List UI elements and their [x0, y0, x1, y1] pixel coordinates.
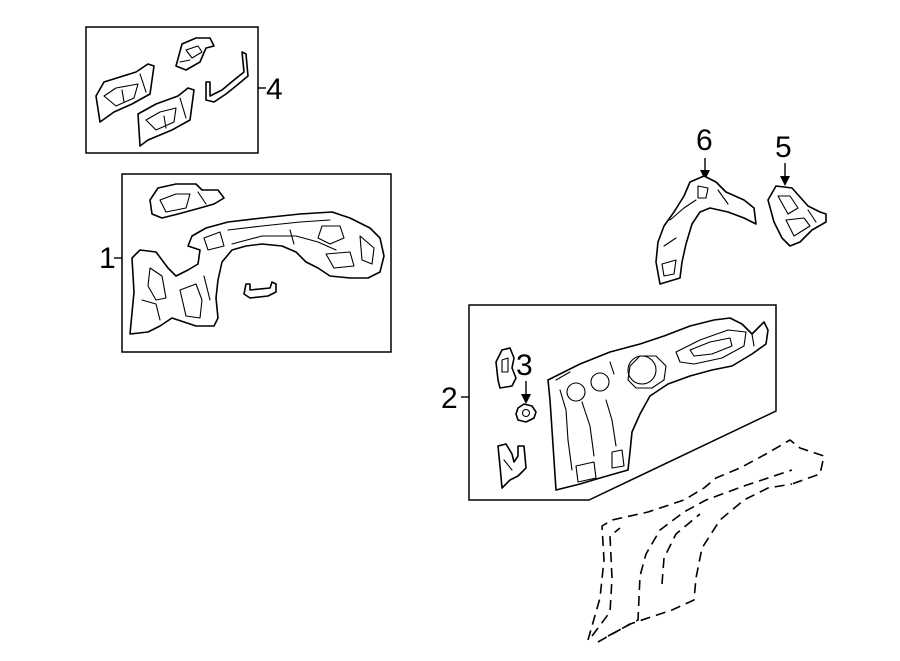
wheel-arch-extension-part — [655, 175, 757, 285]
wheelhouse-bracket-part — [149, 183, 225, 219]
lower-reinforcement-part — [497, 443, 527, 489]
callout-1[interactable]: 1 — [99, 242, 116, 275]
nut-part — [515, 403, 537, 423]
assembly-4-box — [85, 26, 259, 154]
assembly-2-box — [468, 304, 777, 501]
extension-bracket-part — [767, 185, 827, 247]
assembly-4-group: 4 — [85, 26, 283, 154]
callout-5-arrowhead — [780, 176, 790, 186]
callout-6[interactable]: 6 — [696, 124, 713, 157]
callout-3[interactable]: 3 — [516, 349, 533, 382]
wheelhouse-panel-part — [129, 211, 385, 335]
bracket-part — [175, 37, 215, 71]
upper-reinforcement-part — [495, 347, 517, 389]
part-6-group: 6 — [655, 124, 757, 285]
part-3-group: 3 — [515, 349, 537, 423]
wheelhouse-clip-part — [243, 281, 277, 299]
callout-5[interactable]: 5 — [775, 131, 792, 164]
part-5-group: 5 — [767, 131, 827, 247]
inner-panel-lower-part — [137, 87, 195, 147]
assembly-1-group: 1 — [99, 173, 392, 353]
outer-quarter-panel-outline — [587, 439, 825, 643]
rod-part — [205, 51, 249, 103]
callout-3-arrowhead — [521, 394, 531, 404]
inner-quarter-panel-part — [547, 317, 769, 491]
callout-6-arrowhead — [700, 170, 710, 180]
callout-4[interactable]: 4 — [266, 73, 283, 106]
callout-2[interactable]: 2 — [441, 382, 458, 415]
assembly-1-box — [121, 173, 392, 353]
inner-panel-left-part — [95, 63, 155, 123]
assembly-2-group: 2 — [441, 304, 777, 501]
